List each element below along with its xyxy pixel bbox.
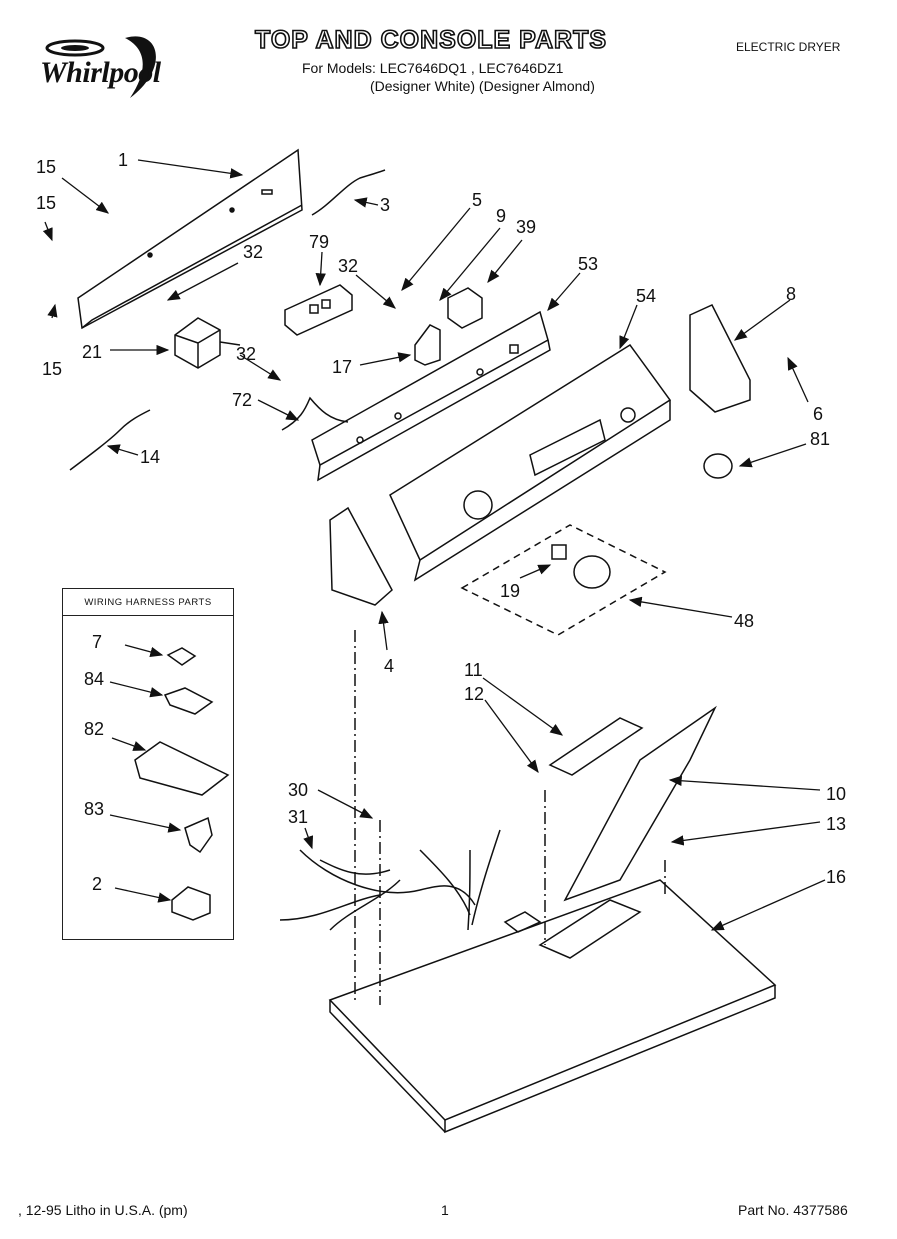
callout-10: 10 (826, 784, 846, 804)
callout-15-b: 15 (36, 193, 56, 213)
harness-box-title: WIRING HARNESS PARTS (84, 597, 212, 608)
lint-screen-part-10 (563, 705, 717, 902)
page-title: TOP AND CONSOLE PARTS (254, 25, 608, 55)
callout-11: 11 (464, 660, 483, 680)
callout-48: 48 (734, 611, 754, 631)
callout-5: 5 (472, 190, 482, 210)
callout-39: 39 (516, 217, 536, 237)
callout-8: 8 (786, 284, 796, 304)
logo-swirl-icon (45, 36, 156, 98)
callout-82: 82 (84, 719, 104, 739)
switch-part-79 (284, 284, 353, 336)
callout-79: 79 (309, 232, 329, 252)
console-back-panel (77, 148, 303, 330)
callout-12: 12 (464, 684, 484, 704)
callout-15-a: 15 (36, 157, 56, 177)
callout-19: 19 (500, 581, 520, 601)
callout-3: 3 (380, 195, 390, 215)
knob-part-81 (703, 453, 733, 479)
lint-lid-part-11 (548, 717, 644, 776)
connector-part-83 (184, 816, 213, 854)
knob-part-48 (573, 555, 611, 589)
bracket-part-17 (414, 324, 441, 366)
connector-part-84 (163, 687, 214, 715)
wire-part-72 (281, 396, 349, 431)
connector-part-7 (166, 647, 197, 666)
callout-14: 14 (140, 447, 160, 467)
callout-32-b: 32 (338, 256, 358, 276)
callout-15-c: 15 (42, 359, 62, 379)
callout-32-a: 32 (243, 242, 263, 262)
whirlpool-logo: Whirlpool (30, 28, 200, 108)
wire-harness-part-31 (279, 829, 501, 931)
callout-54: 54 (636, 286, 656, 306)
callout-31: 31 (288, 807, 308, 827)
dashed-group-part-48 (460, 524, 667, 636)
harness-box-divider (63, 615, 233, 616)
footer-litho: , 12-95 Litho in U.S.A. (pm) (18, 1202, 188, 1218)
footer-page-number: 1 (441, 1202, 449, 1218)
callout-30: 30 (288, 780, 308, 800)
callout-4: 4 (384, 656, 394, 676)
clip-part-19 (551, 544, 567, 560)
control-panel-part-53 (311, 310, 551, 482)
callout-72: 72 (232, 390, 252, 410)
models-line: For Models: LEC7646DQ1 , LEC7646DZ1 (302, 60, 564, 76)
wire-part-3 (311, 169, 386, 216)
top-panel-part-16 (328, 879, 777, 1134)
callout-21: 21 (82, 342, 102, 362)
callout-16: 16 (826, 867, 846, 887)
wiring-harness-parts-box: WIRING HARNESS PARTS (62, 588, 234, 940)
console-part-54 (389, 343, 672, 582)
callout-84: 84 (84, 669, 104, 689)
footer-part-number: Part No. 4377586 (738, 1202, 848, 1218)
callout-1: 1 (118, 150, 128, 170)
callout-32-c: 32 (236, 344, 256, 364)
designer-line: (Designer White) (Designer Almond) (370, 78, 595, 94)
end-cap-part-8 (689, 304, 751, 413)
callout-2: 2 (92, 874, 102, 894)
timer-part-21 (174, 317, 241, 369)
connector-part-2 (171, 886, 211, 921)
callout-9: 9 (496, 206, 506, 226)
callout-13: 13 (826, 814, 846, 834)
callout-6: 6 (813, 404, 823, 424)
document-type: ELECTRIC DRYER (736, 40, 841, 54)
callout-17: 17 (332, 357, 352, 377)
wire-part-14 (69, 409, 151, 471)
brand-name: Whirlpool (40, 56, 161, 89)
connector-part-82 (134, 741, 230, 796)
callout-81: 81 (810, 429, 830, 449)
switch-part-39 (447, 287, 483, 329)
callout-53: 53 (578, 254, 598, 274)
end-cap-part-4 (329, 506, 393, 606)
callout-7: 7 (92, 632, 102, 652)
callout-83: 83 (84, 799, 104, 819)
